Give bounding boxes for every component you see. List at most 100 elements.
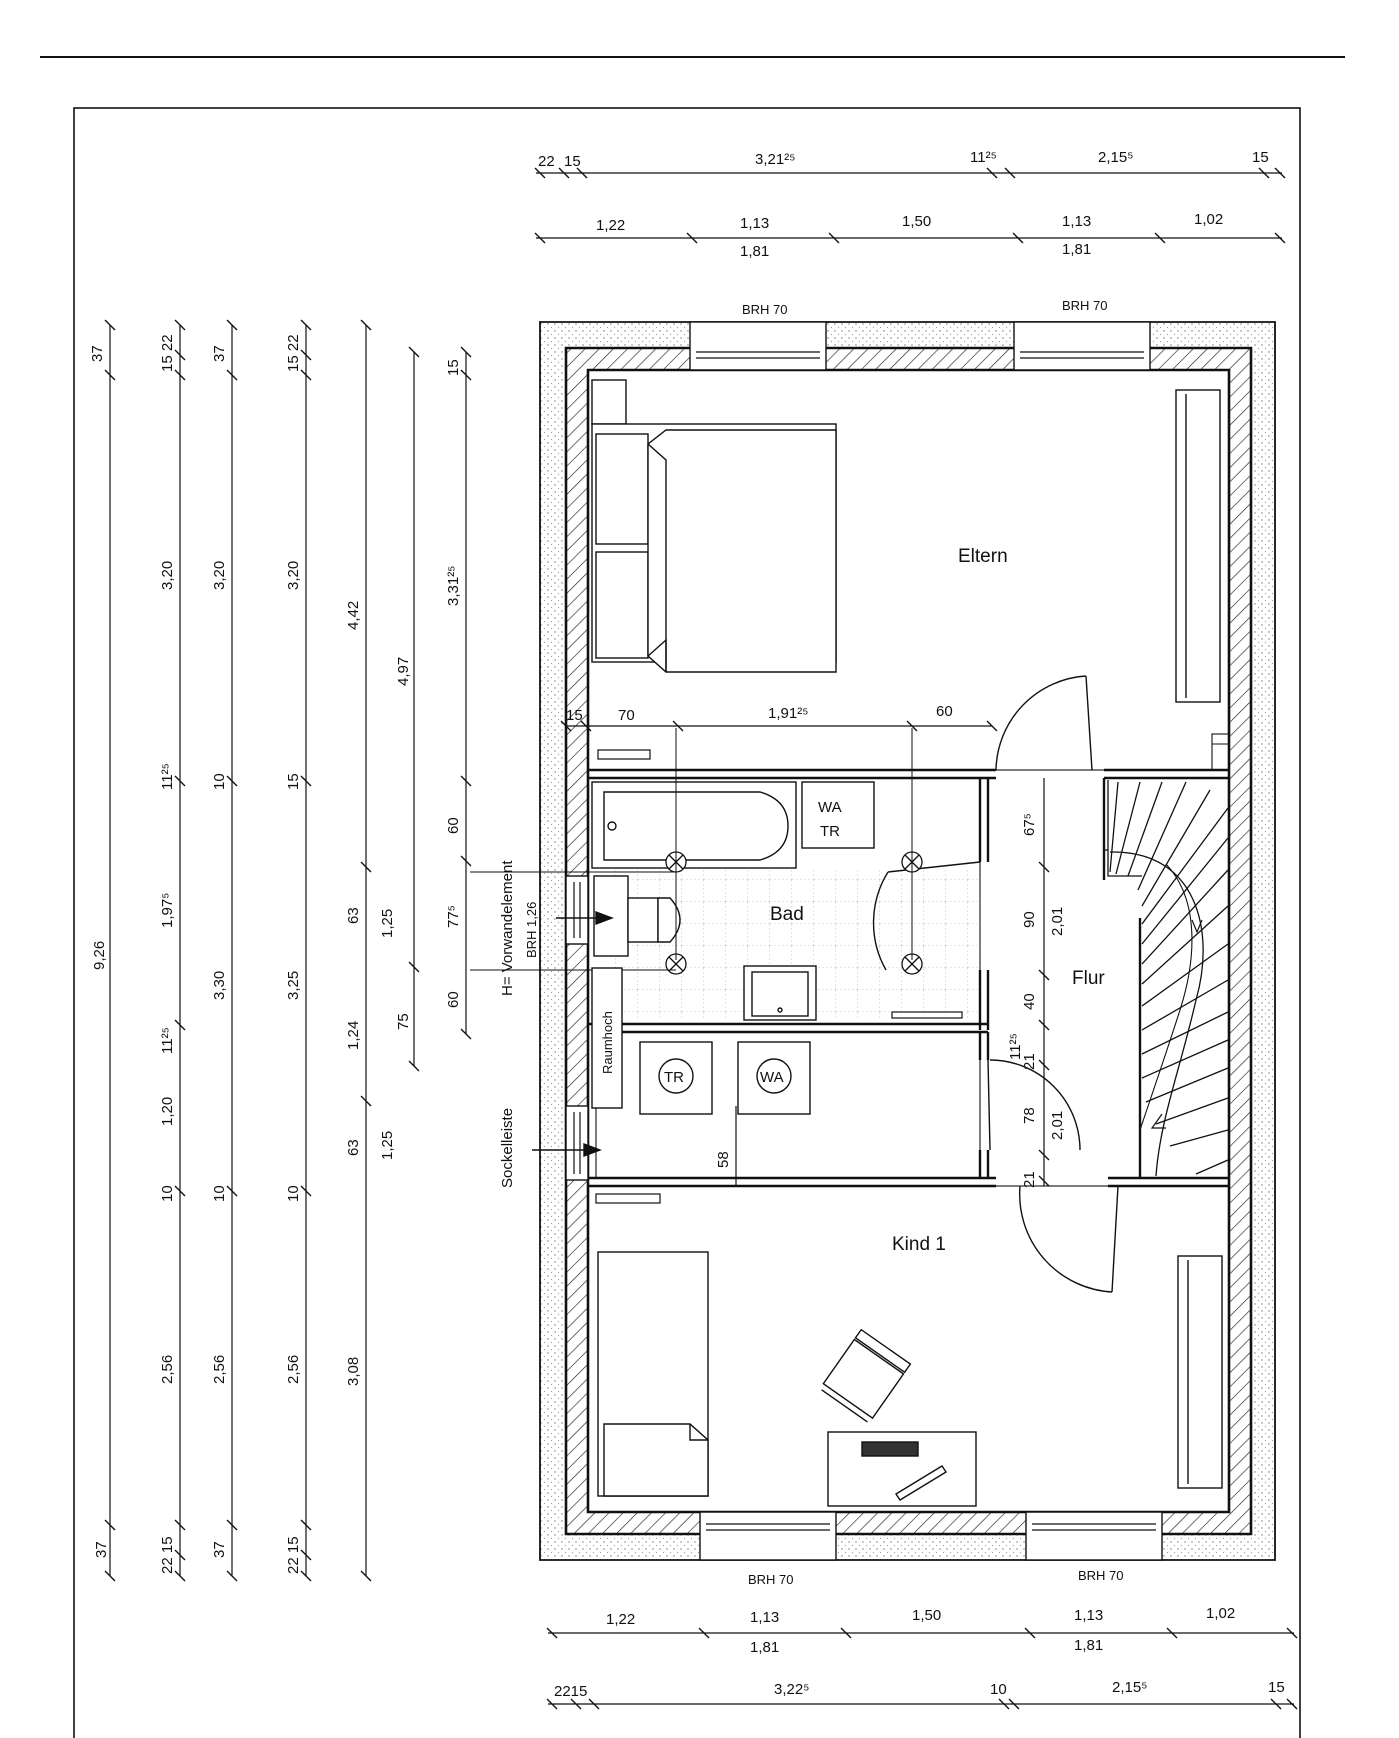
dimension-lines — [109, 172, 1294, 1705]
dim-flur-b: 90 — [1021, 911, 1038, 928]
dim-left-5-d: 63 — [345, 1139, 362, 1156]
dim-left-8-e: 60 — [445, 991, 462, 1008]
dim-flur-g: 78 — [1021, 1107, 1038, 1124]
door-eltern — [995, 675, 1093, 771]
window-label-top-right: BRH 70 — [1062, 298, 1108, 313]
wa-tr-box — [801, 781, 875, 849]
dim-left-4-f: 2,56 — [285, 1355, 302, 1384]
raumhoch-element — [591, 967, 623, 1109]
dim-bottom-2-b: 3,22⁵ — [774, 1681, 809, 1698]
dim-top-1-f: 15 — [1252, 149, 1269, 166]
dim-top-2-sub-a: 1,81 — [740, 243, 769, 260]
desk — [827, 1431, 977, 1507]
room-label-bad: Bad — [770, 904, 804, 925]
staircase — [1104, 780, 1229, 1177]
room-label-flur: Flur — [1072, 968, 1105, 989]
dim-eltern-b: 70 — [618, 707, 635, 724]
dim-left-5-a: 4,42 — [345, 601, 362, 630]
dim-top-2-sub-b: 1,81 — [1062, 241, 1091, 258]
room-label-kind1: Kind 1 — [892, 1234, 946, 1255]
appliance-label-tr: TR — [664, 1069, 684, 1086]
dim-left-2-e: 11²⁵ — [159, 1027, 176, 1054]
dim-left-2-i: 22 15 — [159, 1536, 176, 1574]
window-label-bath: BRH 1,26 — [524, 902, 539, 958]
dim-left-8-a: 15 — [445, 359, 462, 376]
annotation-vorwand: H= Vorwandelement — [499, 860, 516, 996]
dim-bottom-1-e: 1,02 — [1206, 1605, 1235, 1622]
dims-flur: 67⁵ 90 2,01 40 11²⁵ 21 78 2,01 21 — [1007, 813, 1066, 1188]
double-bed — [591, 379, 837, 673]
dim-left-3-f: 2,56 — [211, 1355, 228, 1384]
annotation-raumhoch: Raumhoch — [600, 1011, 615, 1074]
dim-left-1-a: 37 — [89, 345, 106, 362]
dim-top-2-b: 1,13 — [740, 215, 769, 232]
radiator-kind — [595, 1193, 661, 1204]
dim-left-3-b: 3,20 — [211, 561, 228, 590]
dim-left-3-d: 3,30 — [211, 971, 228, 1000]
leader-arrows — [532, 910, 614, 1158]
dims-left-col3: 37 3,20 10 3,30 10 2,56 37 — [211, 345, 228, 1558]
dim-flur-h: 2,01 — [1049, 1111, 1066, 1140]
dim-top-1-b: 15 — [564, 153, 581, 170]
door-bad — [872, 861, 981, 971]
wardrobe-eltern — [1175, 389, 1221, 703]
dim-bottom-1-d: 1,13 — [1074, 1607, 1103, 1624]
window-glazing — [573, 351, 1156, 1531]
dim-left-2-f: 1,20 — [159, 1097, 176, 1126]
washing-machine — [737, 1041, 811, 1115]
dim-top-1-e: 2,15⁵ — [1098, 149, 1133, 166]
dim-left-3-c: 10 — [211, 773, 228, 790]
dim-left-3-e: 10 — [211, 1185, 228, 1202]
vorwand-lines — [470, 728, 913, 971]
dims-left-col1: 37 9,26 37 — [89, 345, 110, 1558]
dims-left-col6: 1,25 1,25 — [379, 909, 396, 1160]
dim-bottom-1-c: 1,50 — [912, 1607, 941, 1624]
dim-left-3-g: 37 — [211, 1541, 228, 1558]
appliance-label-wa: WA — [760, 1069, 784, 1086]
dim-left-5-b: 63 — [345, 907, 362, 924]
dim-flur-c: 2,01 — [1049, 907, 1066, 936]
dim-left-4-a: 15 22 — [285, 334, 302, 372]
door-hwr — [987, 1059, 1081, 1151]
dim-top-1-c: 3,21²⁵ — [755, 151, 795, 168]
appliance-label-wa-top: WA — [818, 799, 842, 816]
dim-left-2-a: 15 22 — [159, 334, 176, 372]
dim-top-2-d: 1,13 — [1062, 213, 1091, 230]
dim-left-5-c: 1,24 — [345, 1021, 362, 1050]
dim-eltern-a: 15 — [566, 707, 583, 724]
window-label-bottom-left: BRH 70 — [748, 1572, 794, 1587]
dim-left-8-d: 77⁵ — [445, 905, 462, 928]
dims-left-col4: 15 22 3,20 15 3,25 10 2,56 22 15 — [285, 334, 302, 1574]
dim-left-2-h: 2,56 — [159, 1355, 176, 1384]
dim-left-4-b: 3,20 — [285, 561, 302, 590]
single-bed — [597, 1251, 709, 1497]
dim-bottom-1-sub-b: 1,81 — [1074, 1637, 1103, 1654]
appliance-label-tr-top: TR — [820, 823, 840, 840]
dim-top-1-d: 11²⁵ — [970, 149, 997, 166]
dim-left-4-c: 15 — [285, 773, 302, 790]
dim-bottom-2-e: 15 — [1268, 1679, 1285, 1696]
dim-left-1-c: 37 — [93, 1541, 110, 1558]
dim-left-8-b: 3,31²⁵ — [445, 566, 462, 606]
dim-left-2-g: 10 — [159, 1185, 176, 1202]
dim-left-6-b: 1,25 — [379, 1131, 396, 1160]
dim-top-1-a: 22 — [538, 153, 555, 170]
dim-flur-a: 67⁵ — [1021, 813, 1038, 836]
dims-left-col2: 15 22 3,20 11²⁵ 1,97⁵ 11²⁵ 1,20 10 2,56 … — [159, 334, 176, 1574]
dim-left-4-g: 22 15 — [285, 1536, 302, 1574]
dim-left-7-b: 75 — [395, 1013, 412, 1030]
radiator-eltern — [597, 749, 651, 760]
dim-left-7-a: 4,97 — [395, 657, 412, 686]
dims-left-col5: 4,42 63 1,24 63 3,08 — [345, 601, 362, 1386]
dim-left-5-e: 3,08 — [345, 1357, 362, 1386]
room-label-eltern: Eltern — [958, 546, 1008, 567]
dim-top-2-e: 1,02 — [1194, 211, 1223, 228]
dim-left-4-d: 3,25 — [285, 971, 302, 1000]
desk-chair — [821, 1328, 912, 1423]
towel-rail — [891, 1011, 963, 1019]
dim-left-2-b: 3,20 — [159, 561, 176, 590]
bathtub — [591, 781, 797, 869]
dim-left-3-a: 37 — [211, 345, 228, 362]
dim-flur-d: 40 — [1021, 993, 1038, 1010]
